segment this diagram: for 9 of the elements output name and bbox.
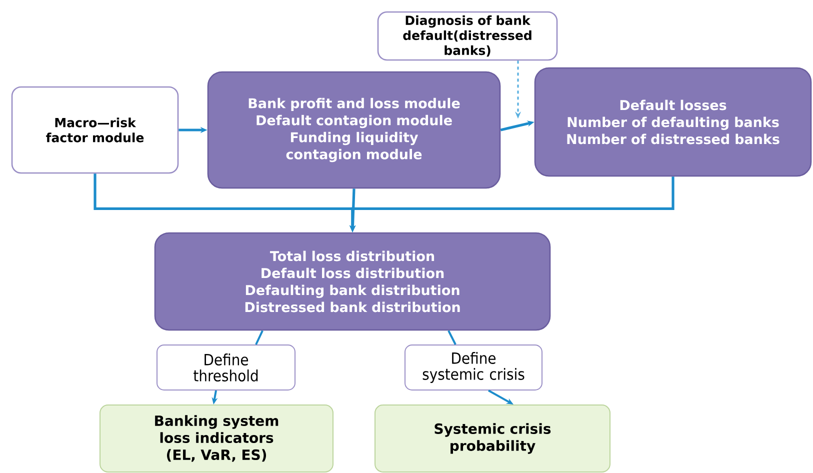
result-box: Banking system loss indicators (EL, VaR, ES): [100, 404, 334, 472]
distribution-box: Total loss distribution Default loss distribution Defaulting bank distribution Distressed bank distribution: [154, 232, 551, 331]
output-box: Default losses Number of defaulting banks Number of distressed banks: [534, 67, 812, 177]
note-box: Diagnosis of bank default(distressed banks): [377, 11, 558, 61]
step-box: Define threshold: [156, 344, 296, 390]
module-box: Macro—risk factor module: [11, 86, 179, 174]
result-box: Systemic crisis probability: [374, 404, 610, 472]
step-box: Define systemic crisis: [404, 344, 542, 390]
module-box: Bank profit and loss module Default contagion module Funding liquidity contagion module: [207, 71, 501, 189]
